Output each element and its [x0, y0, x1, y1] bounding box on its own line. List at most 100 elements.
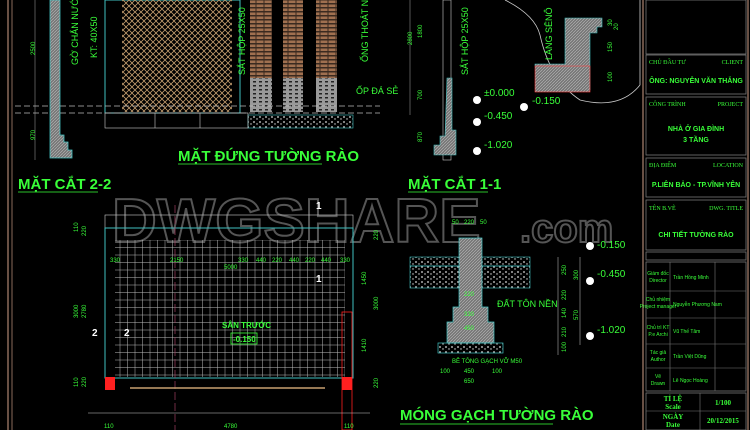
svg-text:1800: 1800 — [418, 24, 424, 38]
svg-text:300: 300 — [574, 269, 580, 280]
svg-text:Vẽ: Vẽ — [655, 374, 661, 380]
svg-text:SẮT HỘP 25X50: SẮT HỘP 25X50 — [237, 7, 247, 75]
area-level: -0.150 — [233, 335, 256, 344]
location-cell: ĐỊA ĐIỂM LOCATION P.LIÊN BẢO - TP.VĨNH Y… — [645, 157, 747, 198]
svg-text:CHỦ ĐẦU TƯ: CHỦ ĐẦU TƯ — [649, 58, 686, 66]
svg-text:.com: .com — [520, 207, 613, 251]
svg-text:2800: 2800 — [408, 31, 414, 45]
svg-text:Vũ Thế Tâm: Vũ Thế Tâm — [673, 329, 700, 335]
svg-text:2150: 2150 — [170, 258, 184, 264]
svg-text:330: 330 — [464, 312, 475, 318]
svg-text:SẮT HỘP 25X50: SẮT HỘP 25X50 — [460, 7, 470, 75]
level-marker: ±0.000 — [473, 88, 515, 104]
svg-text:970: 970 — [31, 129, 37, 140]
svg-text:20: 20 — [614, 23, 620, 30]
svg-text:2780: 2780 — [82, 304, 88, 318]
section-2-2-title: MẶT CẮT 2-2 — [18, 175, 111, 193]
svg-text:110: 110 — [104, 424, 114, 430]
svg-text:50: 50 — [452, 220, 459, 226]
svg-text:450: 450 — [464, 369, 475, 375]
drawing-title-cell: TÊN B.VẼ DWG. TITLE CHI TIẾT TƯỜNG RÀO — [645, 199, 747, 251]
level-marker: -0.150 — [520, 96, 561, 111]
svg-text:-0.450: -0.450 — [484, 111, 513, 122]
elevation-title: MẶT ĐỨNG TƯỜNG RÀO — [178, 147, 359, 165]
svg-text:220: 220 — [562, 289, 568, 300]
svg-text:KT: 40X50: KT: 40X50 — [89, 16, 99, 58]
svg-text:1450: 1450 — [362, 271, 368, 285]
date-label-en: Date — [666, 421, 680, 429]
svg-text:250: 250 — [562, 264, 568, 275]
site-plan: 330 2150 330 440 220 440 220 440 330 500… — [74, 201, 380, 430]
svg-text:Trần Hồng Minh: Trần Hồng Minh — [673, 275, 709, 281]
level-marker: -0.450 — [586, 269, 626, 285]
svg-text:ĐỊA ĐIỂM: ĐỊA ĐIỂM — [649, 161, 677, 169]
svg-text:BÊ TÔNG GẠCH VỠ M50: BÊ TÔNG GẠCH VỠ M50 — [452, 357, 523, 365]
svg-text:100: 100 — [440, 369, 451, 375]
level-marker: -0.450 — [473, 111, 513, 126]
svg-text:20/12/2015: 20/12/2015 — [707, 417, 739, 425]
svg-text:Nguyễn Phương Nam: Nguyễn Phương Nam — [673, 301, 722, 308]
svg-text:LÁNG SÊNÔ: LÁNG SÊNÔ — [544, 7, 554, 60]
svg-text:440: 440 — [321, 258, 332, 264]
svg-text:220: 220 — [374, 377, 380, 388]
svg-text:870: 870 — [418, 131, 424, 142]
svg-text:Chủ trì KT: Chủ trì KT — [647, 324, 670, 331]
svg-text:ÔNG: NGUYỄN VĂN THẮNG: ÔNG: NGUYỄN VĂN THẮNG — [649, 76, 743, 85]
svg-text:100: 100 — [492, 369, 503, 375]
svg-text:4780: 4780 — [224, 424, 238, 430]
svg-text:TÊN B.VẼ: TÊN B.VẼ — [649, 204, 676, 212]
svg-text:LOCATION: LOCATION — [713, 163, 744, 169]
svg-text:Author: Author — [651, 357, 666, 363]
svg-text:1/100: 1/100 — [715, 399, 731, 407]
svg-text:NGÀY: NGÀY — [663, 413, 684, 421]
svg-text:220: 220 — [374, 229, 380, 240]
svg-text:Director: Director — [649, 278, 667, 284]
svg-text:2500: 2500 — [31, 41, 37, 55]
svg-text:700: 700 — [418, 89, 424, 100]
svg-text:3000: 3000 — [74, 304, 80, 318]
svg-text:220: 220 — [272, 258, 283, 264]
project-cell: CÔNG TRÌNH PROJECT NHÀ Ở GIA ĐÌNH 3 TẦNG — [645, 96, 747, 156]
svg-text:Lê Ngọc Hoàng: Lê Ngọc Hoàng — [673, 378, 708, 384]
title-block: CHỦ ĐẦU TƯ CLIENT ÔNG: NGUYỄN VĂN THẮNG … — [640, 0, 749, 430]
svg-text:100: 100 — [562, 341, 568, 352]
svg-text:440: 440 — [289, 258, 300, 264]
svg-text:±0.000: ±0.000 — [484, 88, 515, 99]
svg-text:ỐNG THOÁT NƯỚC: ỐNG THOÁT NƯỚC — [359, 0, 370, 62]
drip-label: GỜ CHẮN NƯỚC — [70, 0, 80, 65]
fence-elevation: 2500 970 GỜ CHẮN NƯỚC KT: 40X50 SẮT HỘP … — [15, 0, 398, 165]
svg-text:30: 30 — [608, 19, 614, 26]
svg-text:3 TẦNG: 3 TẦNG — [683, 134, 709, 144]
scale-cell: TỈ LỆ Scale 1/100 NGÀY Date 20/12/2015 — [645, 392, 747, 430]
level-marker: -1.020 — [473, 140, 513, 155]
svg-text:Scale: Scale — [665, 403, 681, 411]
level-marker: -1.020 — [586, 325, 626, 340]
svg-text:Drawn: Drawn — [651, 381, 666, 387]
svg-text:CLIENT: CLIENT — [722, 60, 744, 66]
svg-text:150: 150 — [608, 41, 614, 52]
lattice-panel — [122, 0, 232, 112]
section-mark: 1 — [316, 274, 322, 285]
svg-text:P.LIÊN BẢO - TP.VĨNH YÊN: P.LIÊN BẢO - TP.VĨNH YÊN — [652, 180, 740, 189]
svg-text:110: 110 — [74, 377, 80, 387]
svg-text:-1.020: -1.020 — [484, 140, 513, 151]
section-mark: 1 — [316, 201, 322, 212]
svg-text:Project manager: Project manager — [640, 304, 677, 310]
svg-text:210: 210 — [562, 326, 568, 337]
svg-text:440: 440 — [256, 258, 267, 264]
svg-text:330: 330 — [340, 258, 351, 264]
svg-text:100: 100 — [608, 71, 614, 82]
svg-text:ỐP ĐÁ SẺ: ỐP ĐÁ SẺ — [356, 85, 398, 96]
svg-text:P.e Archi: P.e Archi — [648, 332, 667, 338]
svg-text:570: 570 — [574, 309, 580, 320]
svg-text:CHI TIẾT TƯỜNG RÀO: CHI TIẾT TƯỜNG RÀO — [658, 229, 734, 239]
svg-text:TỈ LỆ: TỈ LỆ — [664, 395, 683, 403]
svg-text:220: 220 — [82, 225, 88, 236]
area-label: SÂN TRƯỚC — [222, 321, 271, 330]
svg-text:110: 110 — [74, 222, 80, 232]
